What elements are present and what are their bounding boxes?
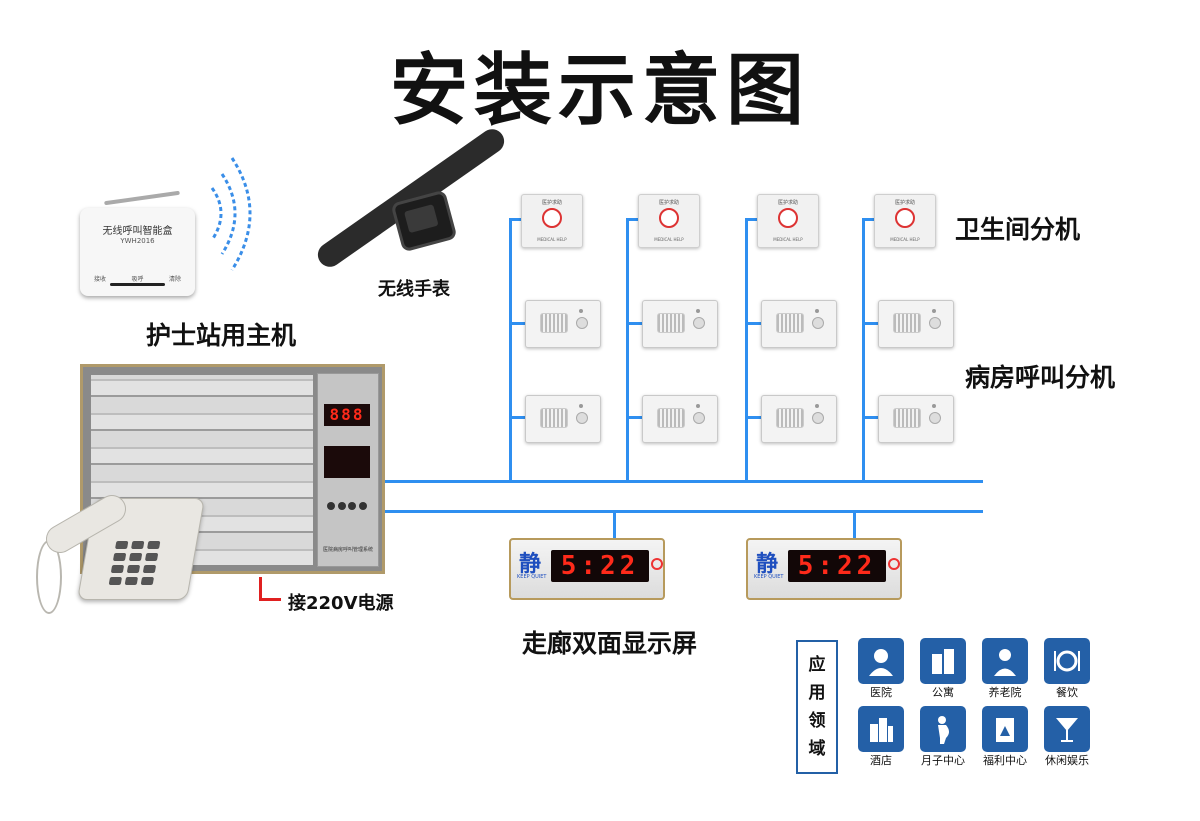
panel-footer: 医院病房呼叫管理系统 (322, 547, 373, 553)
watch-label: 无线手表 (378, 279, 450, 300)
ward-unit-label: 病房呼叫分机 (965, 363, 1116, 392)
corridor-display: 静 KEEP QUIET 5:22 (509, 538, 665, 600)
application-item: 医院 (850, 638, 912, 700)
display-time: 5:22 (797, 551, 877, 581)
elderly-icon (982, 638, 1028, 684)
toilet-call-unit: 医护求助 MEDICAL HELP (874, 194, 936, 248)
indicator-label: 接收 (94, 276, 107, 283)
no-sound-icon (888, 558, 900, 570)
ward-call-unit (878, 300, 954, 348)
wireless-call-box: 无线呼叫智能盒 YWH2016 接收 吸呼 清除 (80, 208, 195, 296)
application-item: 餐饮 (1036, 638, 1098, 700)
application-item: 养老院 (974, 638, 1036, 700)
hotel-icon (858, 706, 904, 752)
application-item: 酒店 (850, 706, 912, 768)
toilet-call-unit: 医护求助 MEDICAL HELP (638, 194, 700, 248)
display-time: 5:22 (560, 551, 640, 581)
corridor-display: 静 KEEP QUIET 5:22 (746, 538, 902, 600)
quiet-sign: 静 (756, 552, 779, 577)
welfare-icon (982, 706, 1028, 752)
page-title: 安装示意图 (389, 46, 810, 136)
application-item: 休闲娱乐 (1036, 706, 1098, 768)
indicator-label: 吸呼 (131, 276, 144, 283)
control-column: 888 医院病房呼叫管理系统 (317, 373, 379, 567)
ward-call-unit (525, 395, 601, 443)
application-item: 月子中心 (912, 706, 974, 768)
application-grid: 医院 公寓 养老院 餐饮 酒店 月子中心 福利中心 休闲娱乐 (850, 638, 1098, 768)
corridor-display-label: 走廊双面显示屏 (522, 629, 698, 658)
application-heading-box: 应 用 领 域 (796, 640, 838, 774)
cocktail-icon (1044, 706, 1090, 752)
wireless-signal-icon (210, 157, 252, 271)
led-readout-block (324, 446, 370, 478)
antenna (104, 190, 180, 206)
nurse-station-label: 护士站用主机 (146, 321, 297, 350)
application-item: 福利中心 (974, 706, 1036, 768)
apartment-icon (920, 638, 966, 684)
ward-call-unit (642, 300, 718, 348)
application-item: 公寓 (912, 638, 974, 700)
ward-call-unit (525, 300, 601, 348)
power-label: 接220V电源 (288, 593, 394, 614)
indicator-label: 清除 (168, 276, 181, 283)
ward-call-unit (761, 300, 837, 348)
dining-icon (1044, 638, 1090, 684)
pregnant-icon (920, 706, 966, 752)
toilet-unit-label: 卫生间分机 (955, 215, 1081, 244)
doctor-icon (858, 638, 904, 684)
toilet-call-unit: 医护求助 MEDICAL HELP (521, 194, 583, 248)
wireless-box-model: YWH2016 (120, 237, 155, 245)
wireless-box-name: 无线呼叫智能盒 (102, 226, 173, 237)
no-sound-icon (651, 558, 663, 570)
ward-call-unit (761, 395, 837, 443)
quiet-sign: 静 (519, 552, 542, 577)
toilet-call-unit: 医护求助 MEDICAL HELP (757, 194, 819, 248)
led-readout: 888 (324, 404, 370, 426)
ward-call-unit (878, 395, 954, 443)
ward-call-unit (642, 395, 718, 443)
